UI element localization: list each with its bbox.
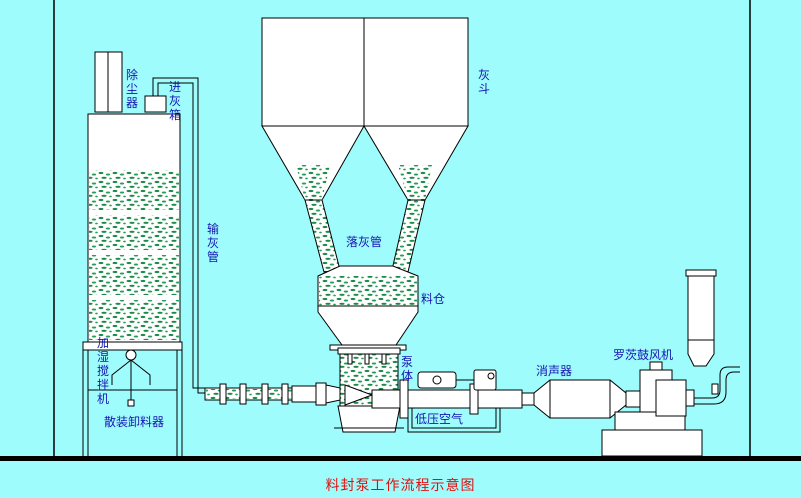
support-frame (82, 341, 183, 458)
diagram-title: 料封泵工作流程示意图 (325, 478, 476, 494)
pump-body (334, 347, 404, 433)
ash-hopper (261, 17, 469, 201)
label-silencer: 消声器 (536, 364, 573, 378)
feed-box (144, 95, 167, 113)
label-material-bin: 料仓 (421, 292, 446, 306)
label-bulk-unloader: 散装卸料器 (104, 415, 165, 429)
blower-intake-filter (685, 269, 717, 367)
pump-nozzle (344, 384, 374, 406)
label-roots-blower: 罗茨鼓风机 (613, 348, 674, 362)
material-bin (317, 265, 419, 351)
motor (417, 369, 497, 391)
label-humidifier-mixer: 加湿搅拌机 (97, 336, 110, 406)
outer-frame (53, 0, 751, 460)
label-dust-collector: 除尘器 (126, 68, 139, 110)
conveying-pipe (152, 77, 210, 394)
label-drop-pipe: 落灰管 (346, 235, 383, 249)
silencer-unit (521, 379, 641, 419)
label-ash-hopper: 灰斗 (478, 68, 491, 96)
dust-collector (94, 51, 123, 113)
label-conveying-pipe: 输灰管 (207, 222, 220, 264)
humidifier-tank (87, 113, 181, 343)
ground-line (0, 456, 801, 461)
label-feed-box: 进灰箱 (169, 80, 182, 122)
label-low-pressure-air: 低压空气 (415, 412, 464, 426)
roots-blower (601, 361, 740, 457)
label-pump-body: 泵体 (401, 355, 414, 383)
horizontal-conveying-line (204, 382, 346, 406)
